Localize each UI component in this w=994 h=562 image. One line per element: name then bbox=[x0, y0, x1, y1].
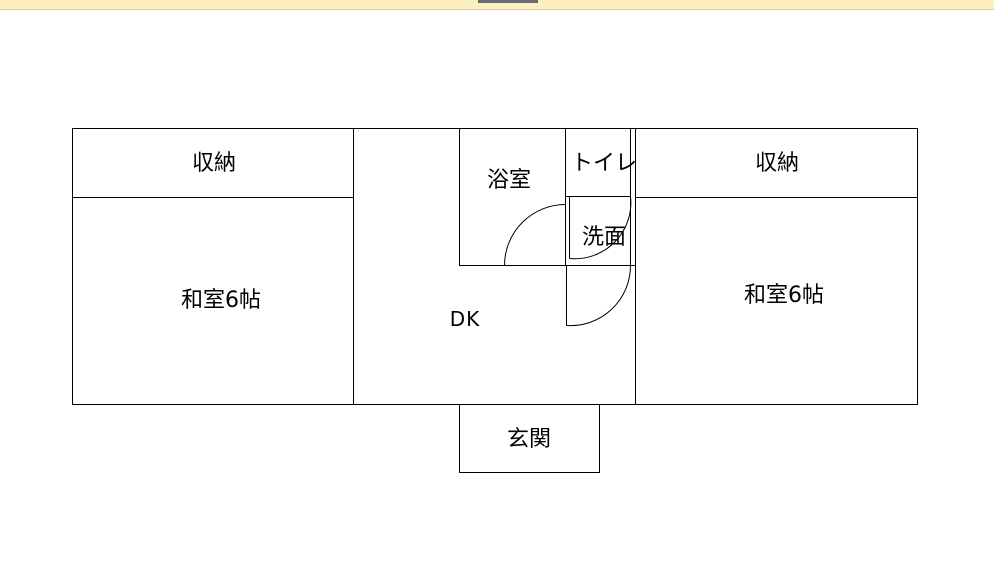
building-outline bbox=[72, 128, 918, 405]
door-washroom-swing bbox=[566, 265, 632, 327]
header-bar-marker bbox=[478, 0, 538, 3]
label-dk: DK bbox=[450, 307, 481, 331]
label-tatami-right: 和室6帖 bbox=[744, 283, 824, 308]
label-toilet: トイレ bbox=[571, 151, 637, 176]
wall-bath bbox=[459, 128, 505, 266]
door-bath-swing bbox=[504, 204, 566, 266]
header-bar bbox=[0, 0, 994, 10]
label-tatami-left: 和室6帖 bbox=[181, 288, 261, 313]
label-washroom: 洗面 bbox=[582, 225, 626, 250]
label-storage-left: 収納 bbox=[192, 151, 236, 176]
wall-entrance bbox=[459, 404, 600, 473]
label-entrance: 玄関 bbox=[507, 427, 551, 452]
label-bath: 浴室 bbox=[487, 168, 531, 193]
door-toilet-swing bbox=[569, 196, 632, 260]
label-storage-right: 収納 bbox=[755, 151, 799, 176]
